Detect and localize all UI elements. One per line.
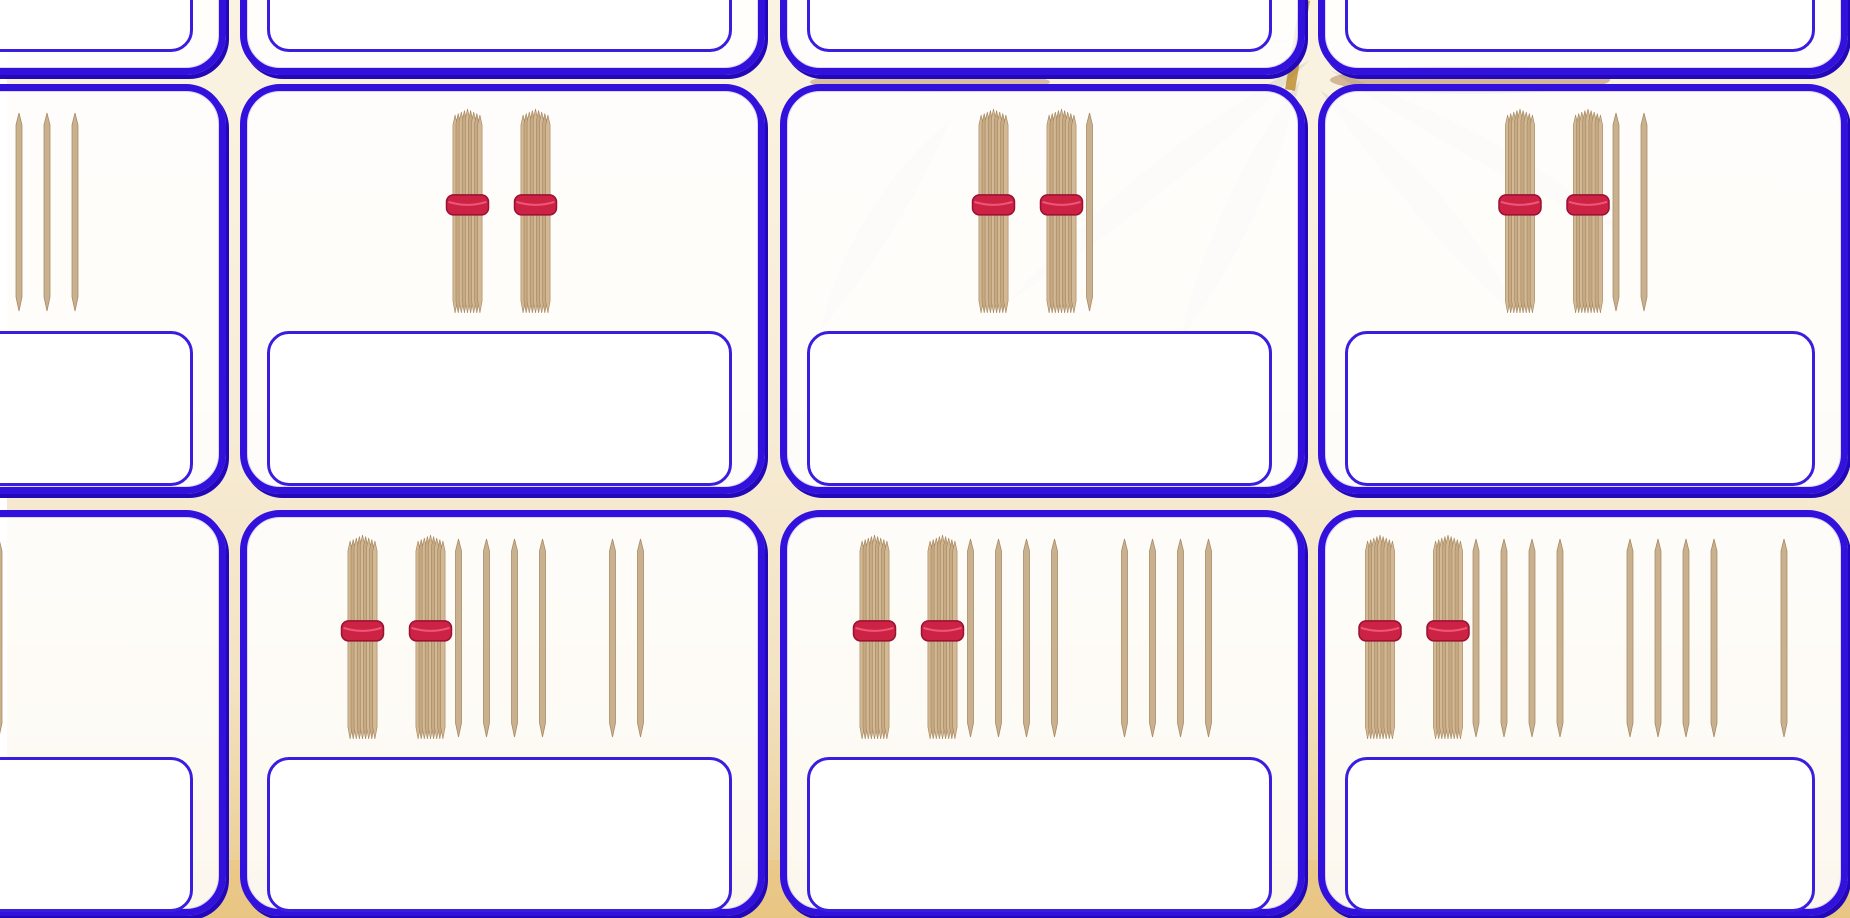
single-stick — [456, 539, 462, 737]
single-stick — [1711, 539, 1717, 737]
single-stick — [1206, 539, 1212, 737]
single-stick — [512, 539, 518, 737]
single-stick — [1052, 539, 1058, 737]
single-stick — [1024, 539, 1030, 737]
single-stick — [1627, 539, 1633, 737]
single-stick — [16, 113, 22, 311]
place-value-card — [240, 0, 765, 75]
sticks-area — [1325, 91, 1841, 487]
sticks-area — [787, 91, 1298, 487]
sticks-area — [247, 517, 758, 909]
place-value-card — [780, 510, 1305, 916]
single-stick — [44, 113, 50, 311]
stick-bundle — [854, 535, 896, 739]
single-stick — [1529, 539, 1535, 737]
place-value-card — [1318, 510, 1848, 916]
stick-bundle — [1427, 535, 1469, 739]
stick-bundle — [515, 109, 557, 313]
single-stick — [968, 539, 974, 737]
answer-box[interactable] — [267, 0, 732, 52]
single-stick — [540, 539, 546, 737]
single-stick — [0, 539, 2, 737]
single-stick — [1501, 539, 1507, 737]
answer-box[interactable] — [0, 0, 193, 52]
sticks-area — [247, 91, 758, 487]
single-stick — [996, 539, 1002, 737]
place-value-card — [240, 510, 765, 916]
answer-box[interactable] — [1345, 0, 1815, 52]
stick-bundle — [410, 535, 452, 739]
single-stick — [1150, 539, 1156, 737]
stick-bundle — [1041, 109, 1083, 313]
stick-bundle — [1499, 109, 1541, 313]
place-value-card — [240, 84, 765, 494]
sticks-area — [787, 517, 1298, 909]
place-value-card — [0, 510, 226, 916]
single-stick — [1473, 539, 1479, 737]
place-value-card — [1318, 0, 1848, 75]
single-stick — [1613, 113, 1619, 311]
stick-bundle — [922, 535, 964, 739]
place-value-card — [780, 0, 1305, 75]
single-stick — [72, 113, 78, 311]
place-value-card — [1318, 84, 1848, 494]
stick-bundle — [973, 109, 1015, 313]
single-stick — [1781, 539, 1787, 737]
single-stick — [1178, 539, 1184, 737]
single-stick — [1557, 539, 1563, 737]
single-stick — [1122, 539, 1128, 737]
single-stick — [1641, 113, 1647, 311]
stick-bundle — [1359, 535, 1401, 739]
stick-bundle — [1567, 109, 1609, 313]
single-stick — [1655, 539, 1661, 737]
place-value-card — [780, 84, 1305, 494]
single-stick — [1087, 113, 1093, 311]
single-stick — [484, 539, 490, 737]
stick-bundle — [447, 109, 489, 313]
place-value-card — [0, 0, 226, 75]
place-value-card — [0, 84, 226, 494]
single-stick — [1683, 539, 1689, 737]
single-stick — [610, 539, 616, 737]
answer-box[interactable] — [807, 0, 1272, 52]
single-stick — [638, 539, 644, 737]
sticks-area — [1325, 517, 1841, 909]
sticks-area — [0, 91, 219, 487]
stick-bundle — [342, 535, 384, 739]
sticks-area — [0, 517, 219, 909]
